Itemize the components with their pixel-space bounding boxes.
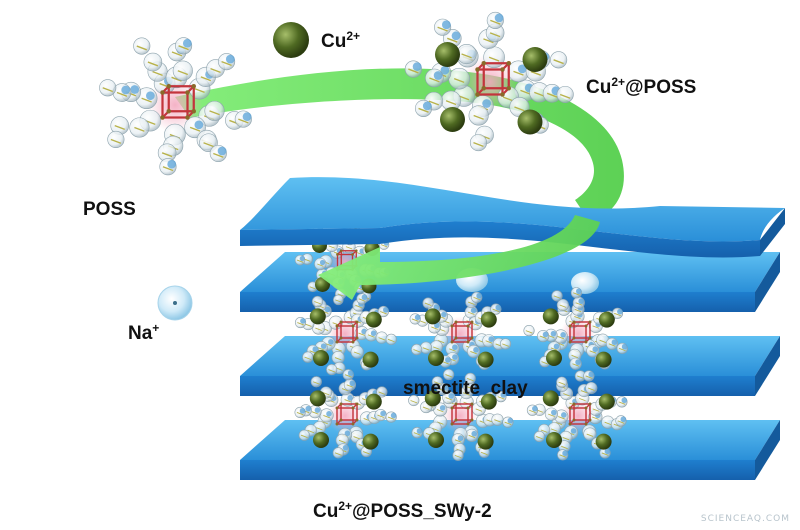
label-product: Cu2+@POSS_SWy-2 — [313, 499, 492, 522]
poss-molecule — [99, 37, 252, 176]
intercalated-molecule — [523, 287, 628, 382]
label-smectite-clay: smectite clay — [403, 378, 528, 399]
na-ion — [157, 285, 193, 321]
intercalated-molecule — [408, 372, 514, 461]
label-cu-ion: Cu2+ — [321, 29, 361, 52]
cu-ion — [273, 22, 309, 58]
label-na-ion: Na+ — [128, 321, 160, 344]
reaction-arrow-lower — [318, 215, 600, 300]
intercalated-molecule — [526, 370, 628, 461]
label-cu-poss: Cu2+@POSS — [586, 75, 697, 98]
label-poss: POSS — [83, 199, 136, 220]
intercalated-molecule — [409, 291, 512, 381]
watermark: SCIENCEAQ.COM — [700, 514, 790, 524]
clay-layer-1 — [240, 177, 785, 258]
clay-layer-4 — [240, 420, 780, 480]
intercalated-molecule — [294, 293, 397, 376]
cu-poss-molecule — [404, 11, 574, 152]
intercalated-molecule — [294, 369, 397, 459]
